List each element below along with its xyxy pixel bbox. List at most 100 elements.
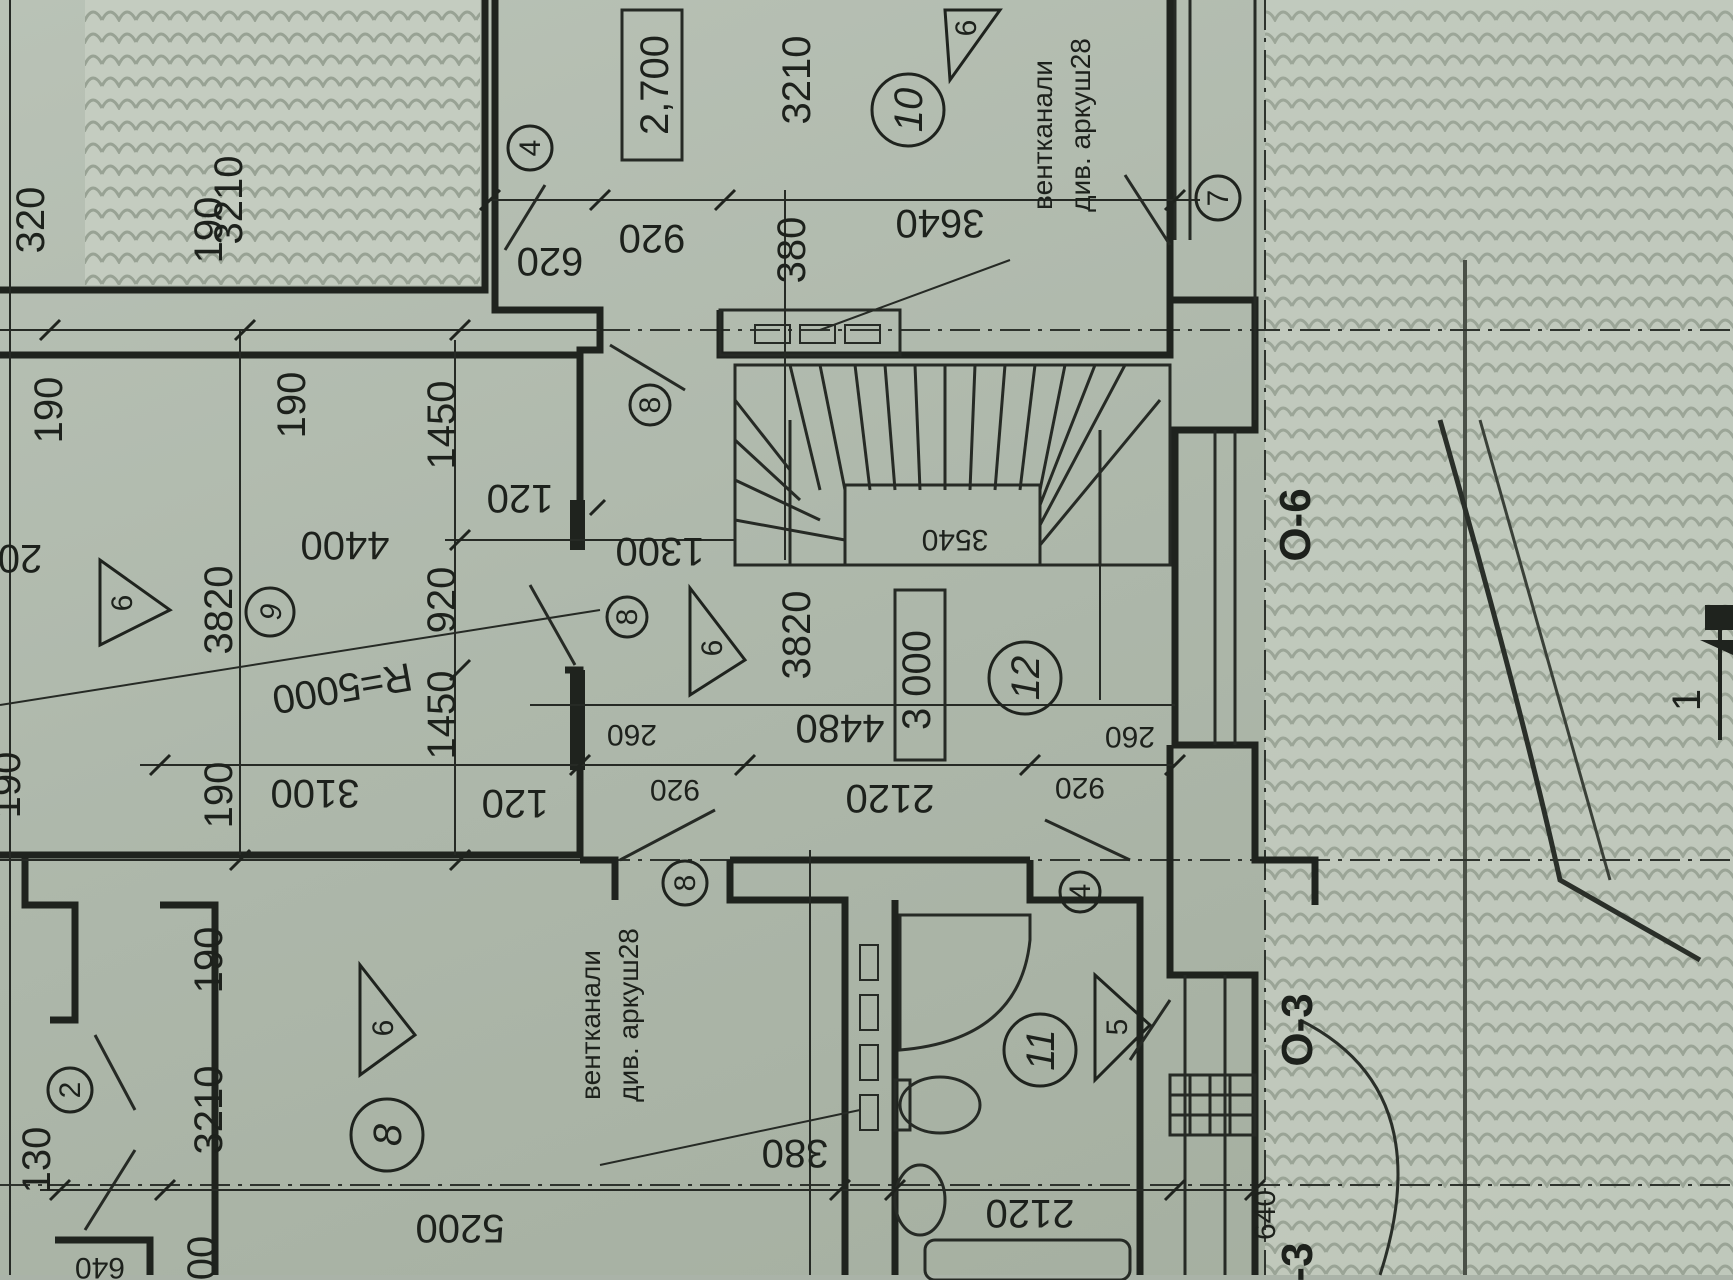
dim-3820-left: 3820 xyxy=(197,566,241,655)
room-10-finish: 6 xyxy=(950,20,983,37)
dim-3210-top: 3210 xyxy=(207,156,251,245)
door-marker-8-bottom: 8 xyxy=(661,859,709,907)
toilet xyxy=(898,1075,982,1135)
dim-3540: 3540 xyxy=(922,523,989,556)
room-8-marker: 8 6 xyxy=(349,960,425,1173)
column-right xyxy=(570,670,585,770)
dim-r5000: R=5000 xyxy=(269,654,416,722)
room-9-marker: 9 6 xyxy=(98,557,296,648)
door-marker-7: 7 xyxy=(1194,174,1242,222)
room-10-marker: 10 6 xyxy=(870,8,1003,148)
dimension-lines xyxy=(0,0,1255,1275)
dimension-ticks xyxy=(38,188,1267,1202)
dim-2700: 2,700 xyxy=(633,35,677,135)
vent-note-bottom-line1: вентканали xyxy=(575,950,606,1100)
dim-320: 320 xyxy=(9,187,53,254)
bathtub xyxy=(923,1238,1132,1280)
door-leaves xyxy=(83,174,1172,1231)
dim-3640: 3640 xyxy=(896,201,985,245)
door-8-top-number: 8 xyxy=(634,397,667,414)
door-marker-2: 2 xyxy=(46,1066,94,1114)
dim-1450-bottom: 1450 xyxy=(420,671,464,760)
door-4-bottom-number: 4 xyxy=(1064,884,1097,901)
column-left xyxy=(570,500,585,550)
room-12-number: 12 xyxy=(1004,656,1048,701)
room-12-marker: 12 6 xyxy=(688,583,1063,716)
dim-620: 620 xyxy=(517,239,584,283)
door-marker-4-bottom: 4 xyxy=(1058,870,1102,914)
door-4-number: 4 xyxy=(514,140,547,157)
dim-5200: 5200 xyxy=(416,1206,505,1250)
dim-640-left: 640 xyxy=(75,1251,125,1280)
balcony-curve xyxy=(1437,419,1702,963)
dim-190-left-a: 190 xyxy=(27,377,71,444)
dim-3820-mid: 3820 xyxy=(775,591,819,680)
dim-380-bottom: 380 xyxy=(762,1131,829,1175)
dim-1300: 1300 xyxy=(616,529,705,573)
dim-3000-box xyxy=(893,588,947,762)
dim-190-left-b: 190 xyxy=(0,752,29,819)
dim-260-left: 260 xyxy=(607,718,657,751)
dim-920-left: 920 xyxy=(420,567,464,634)
roof-tiles-left xyxy=(85,0,480,285)
door-8-mid-number: 8 xyxy=(611,609,644,626)
dim-4480: 4480 xyxy=(796,706,885,750)
dim-120-bottom: 120 xyxy=(482,781,549,825)
vent-channels-bottom xyxy=(859,944,879,1131)
washbasin xyxy=(893,1163,947,1237)
section-number: 1 xyxy=(1665,689,1709,711)
dim-00: 00 xyxy=(180,1236,224,1280)
door-2-number: 2 xyxy=(54,1082,87,1099)
room-11-finish: 5 xyxy=(1101,1019,1134,1036)
vent-channels-top xyxy=(754,324,881,344)
room-9-number: 9 xyxy=(255,603,288,620)
vent-leader-top xyxy=(819,259,1011,331)
door-7-number: 7 xyxy=(1202,190,1235,207)
vent-note-bottom-line2: див. аркуш28 xyxy=(613,928,644,1102)
staircase xyxy=(733,363,1172,567)
vent-note-top-line1: вентканали xyxy=(1027,60,1058,210)
room-11-number: 11 xyxy=(1019,1029,1063,1071)
dim-3100: 3100 xyxy=(271,771,360,815)
toilet-tank xyxy=(893,1078,912,1132)
axis-label-o3-partial: -3 xyxy=(1273,1242,1322,1280)
door-marker-8-top: 8 xyxy=(628,383,672,427)
vent-leader-bottom xyxy=(599,1109,861,1166)
dim-20: 20 xyxy=(0,536,42,580)
dim-3000: 3 000 xyxy=(895,630,939,730)
axis-label-o6: О-6 xyxy=(1271,488,1320,561)
door-8-bottom-number: 8 xyxy=(669,875,702,892)
dim-190-low: 190 xyxy=(187,927,231,994)
shower-tray xyxy=(898,913,1032,1052)
section-mark: 1 xyxy=(1665,605,1733,740)
room-10-number: 10 xyxy=(887,88,931,133)
dim-2700-box xyxy=(620,8,684,162)
dim-190-mid-b: 190 xyxy=(197,762,241,829)
dim-3210-left: 3210 xyxy=(187,1066,231,1155)
dim-4400: 4400 xyxy=(301,523,390,567)
vent-note-top-line2: див. аркуш28 xyxy=(1065,38,1096,212)
dim-260-right: 260 xyxy=(1105,720,1155,753)
vent-block-top xyxy=(718,308,902,357)
room-8-number: 8 xyxy=(366,1123,410,1146)
axis-label-o3: О-3 xyxy=(1273,993,1322,1066)
dim-2120-mid: 2120 xyxy=(846,776,935,820)
dim-3210-mid: 3210 xyxy=(775,36,819,125)
dim-920-b2: 920 xyxy=(1055,771,1105,804)
dim-190-top: 190 xyxy=(187,197,231,264)
room-9-finish: 6 xyxy=(106,595,139,612)
dim-130: 130 xyxy=(15,1127,59,1194)
dim-190-mid-a: 190 xyxy=(270,372,314,439)
dim-920-top: 920 xyxy=(619,216,686,260)
dim-380-top: 380 xyxy=(770,217,814,284)
balcony-curve-inner xyxy=(1478,419,1612,881)
radius-leader xyxy=(0,609,601,706)
dim-920-b1: 920 xyxy=(650,773,700,806)
room-11-marker: 11 5 xyxy=(1002,971,1153,1088)
dim-2120-bottom: 2120 xyxy=(986,1191,1075,1235)
dim-640-right: 640 xyxy=(1249,1190,1282,1240)
dim-120-top: 120 xyxy=(487,476,554,520)
door-marker-4: 4 xyxy=(506,124,554,172)
